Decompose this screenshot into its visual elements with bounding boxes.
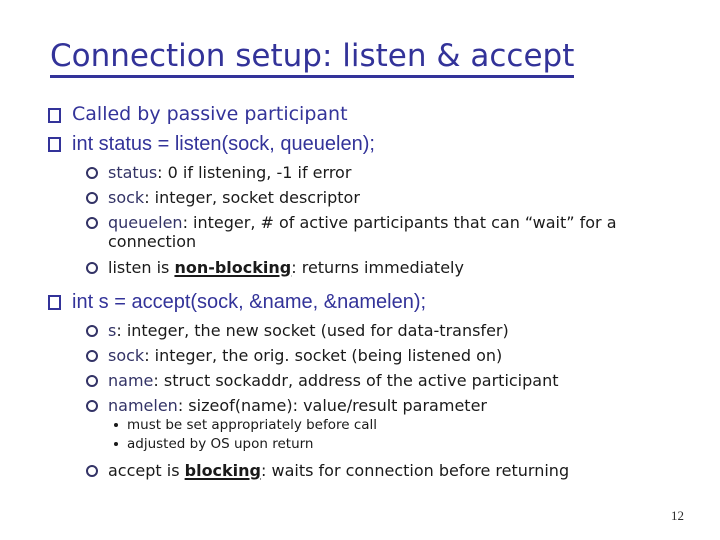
circle-bullet-icon — [86, 324, 98, 337]
title-row: Connection setup: listen & accept — [50, 38, 690, 78]
text-run: must be set appropriately before call — [127, 417, 378, 434]
circle-bullet-icon — [86, 349, 98, 362]
bullet-list: Called by passive participant int status … — [0, 103, 694, 480]
square-bullet-icon — [48, 136, 61, 152]
bullet-text: name: struct sockaddr, address of the ac… — [108, 371, 559, 390]
bullet-text: status: 0 if listening, -1 if error — [108, 163, 351, 182]
text-run: : sizeof(name): value/result parameter — [177, 396, 487, 416]
page-number: 12 — [671, 508, 684, 523]
bullet-item: status: 0 if listening, -1 if error — [0, 163, 694, 182]
text-run: int status = listen(sock, queuelen); — [72, 132, 375, 155]
dot-bullet-icon — [114, 423, 118, 428]
square-bullet-icon — [48, 108, 61, 123]
bullet-item: name: struct sockaddr, address of the ac… — [0, 371, 694, 390]
bullet-text: accept is blocking: waits for connection… — [108, 461, 569, 480]
text-run: non-blocking — [174, 257, 292, 277]
dot-bullet-icon — [114, 441, 118, 446]
text-run: blocking — [184, 460, 262, 480]
bullet-text: adjusted by OS upon return — [127, 436, 314, 452]
bullet-text: sock: integer, the orig. socket (being l… — [108, 346, 502, 365]
text-run: listen is — [108, 257, 175, 277]
text-run: adjusted by OS upon return — [127, 435, 314, 452]
text-run: Called by passive participant — [72, 103, 348, 125]
circle-bullet-icon — [86, 217, 98, 230]
bullet-text: int status = listen(sock, queuelen); — [72, 132, 375, 157]
bullet-text: listen is non-blocking: returns immediat… — [108, 258, 464, 277]
bullet-text: sock: integer, socket descriptor — [108, 188, 360, 207]
text-run: int s = accept(sock, &name, &namelen); — [72, 290, 427, 313]
text-run: queuelen — [108, 213, 183, 233]
bullet-text: namelen: sizeof(name): value/result para… — [108, 396, 487, 415]
text-run: : waits for connection before returning — [261, 460, 570, 480]
bullet-item: Called by passive participant — [0, 103, 694, 127]
bullet-text: must be set appropriately before call — [127, 417, 377, 433]
bullet-text: Called by passive participant — [72, 103, 348, 127]
text-run: : integer, the new socket (used for data… — [116, 320, 509, 340]
text-run: : integer, socket descriptor — [144, 187, 360, 207]
text-run: : returns immediately — [291, 257, 464, 277]
text-run: accept is — [108, 460, 185, 480]
bullet-text: int s = accept(sock, &name, &namelen); — [72, 290, 426, 315]
text-run: status — [108, 162, 158, 182]
bullet-item: sock: integer, socket descriptor — [0, 188, 694, 207]
bullet-item: int s = accept(sock, &name, &namelen); — [0, 290, 694, 315]
circle-bullet-icon — [86, 400, 98, 413]
text-run: sock — [108, 345, 145, 365]
text-run: sock — [108, 187, 145, 207]
text-run: : struct sockaddr, address of the active… — [153, 371, 559, 391]
bullet-item: must be set appropriately before call — [0, 417, 694, 433]
bullet-item: listen is non-blocking: returns immediat… — [0, 258, 694, 277]
slide-title: Connection setup: listen & accept — [50, 38, 575, 78]
bullet-text: queuelen: integer, # of active participa… — [108, 213, 653, 251]
text-run: s — [108, 320, 117, 340]
square-bullet-icon — [48, 294, 61, 310]
bullet-item: accept is blocking: waits for connection… — [0, 461, 694, 480]
bullet-item: s: integer, the new socket (used for dat… — [0, 321, 694, 340]
bullet-item: adjusted by OS upon return — [0, 436, 694, 452]
text-run: namelen — [108, 396, 178, 416]
circle-bullet-icon — [86, 464, 98, 477]
text-run: : 0 if listening, -1 if error — [157, 162, 352, 182]
bullet-item: queuelen: integer, # of active participa… — [0, 213, 694, 251]
bullet-item: namelen: sizeof(name): value/result para… — [0, 396, 694, 415]
bullet-item: sock: integer, the orig. socket (being l… — [0, 346, 694, 365]
bullet-item: int status = listen(sock, queuelen); — [0, 132, 694, 157]
text-run: : integer, the orig. socket (being liste… — [144, 345, 503, 365]
circle-bullet-icon — [86, 166, 98, 179]
text-run: name — [108, 371, 154, 391]
circle-bullet-icon — [86, 375, 98, 388]
text-run: : integer, # of active participants that… — [108, 213, 617, 252]
circle-bullet-icon — [86, 191, 98, 204]
circle-bullet-icon — [86, 261, 98, 274]
bullet-text: s: integer, the new socket (used for dat… — [108, 321, 509, 340]
